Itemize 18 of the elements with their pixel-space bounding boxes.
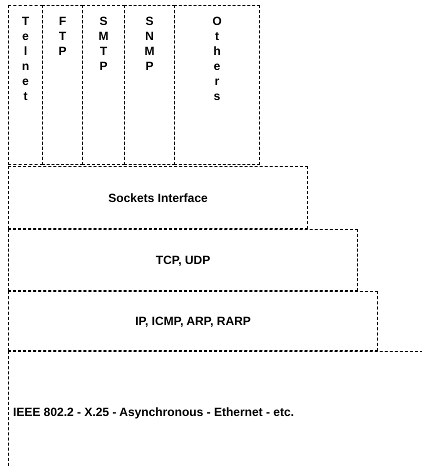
protocol-name: SNMP: [142, 14, 156, 74]
layer-name: IP, ICMP, ARP, RARP: [135, 314, 251, 328]
protocol-name: Others: [210, 14, 224, 104]
protocol-column: [42, 5, 83, 165]
layer-box: [8, 291, 378, 351]
layer-name: Sockets Interface: [108, 190, 208, 204]
layer-box: [8, 166, 308, 229]
layer-box: [8, 351, 422, 466]
protocol-column: [124, 5, 175, 165]
layer-name: TCP, UDP: [156, 253, 210, 267]
protocol-name: Telnet: [18, 14, 32, 104]
protocol-name: FTP: [56, 14, 70, 59]
layer-name: IEEE 802.2 - X.25 - Asynchronous - Ethernet - etc.: [13, 404, 294, 418]
protocol-column: [174, 5, 260, 165]
protocol-name: SMTP: [96, 14, 110, 74]
layer-box: [8, 229, 358, 291]
protocol-column: [8, 5, 43, 165]
protocol-column: [82, 5, 125, 165]
